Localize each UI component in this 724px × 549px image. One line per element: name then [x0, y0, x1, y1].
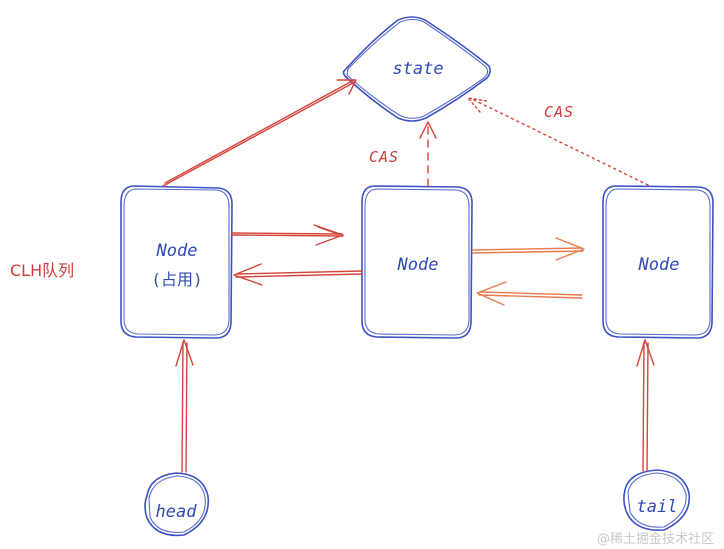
node-right-label: Node	[638, 255, 680, 275]
node-left-label: Node	[156, 241, 198, 261]
node-box-left: Node (占用)	[120, 185, 233, 339]
state-diamond: state	[342, 16, 491, 122]
head-circle: head	[144, 472, 210, 537]
node-middle-label: Node	[397, 255, 439, 275]
arrow-head-to-left-node	[175, 339, 194, 473]
arrow-right-to-middle	[476, 281, 583, 306]
node-left-sublabel: (占用)	[151, 270, 202, 289]
watermark-text: @稀土掘金技术社区	[597, 531, 714, 547]
arrow-tail-to-right-node	[636, 339, 655, 472]
cas-label-middle: CAS	[369, 148, 399, 166]
node-box-middle: Node	[361, 185, 473, 339]
arrow-middle-to-right	[472, 237, 585, 261]
cas-label-right: CAS	[544, 103, 574, 121]
arrow-middle-to-left	[233, 263, 363, 286]
clh-queue-label: CLH队列	[10, 261, 74, 280]
state-label: state	[392, 59, 443, 79]
arrow-right-node-to-state-cas	[467, 97, 649, 186]
tail-label: tail	[637, 497, 678, 517]
tail-circle: tail	[623, 469, 691, 531]
arrow-middle-node-to-state-cas	[419, 121, 437, 187]
node-box-right: Node	[602, 185, 714, 339]
arrow-left-to-middle	[231, 224, 344, 246]
head-label: head	[156, 502, 198, 522]
arrow-left-node-to-state	[162, 79, 357, 187]
